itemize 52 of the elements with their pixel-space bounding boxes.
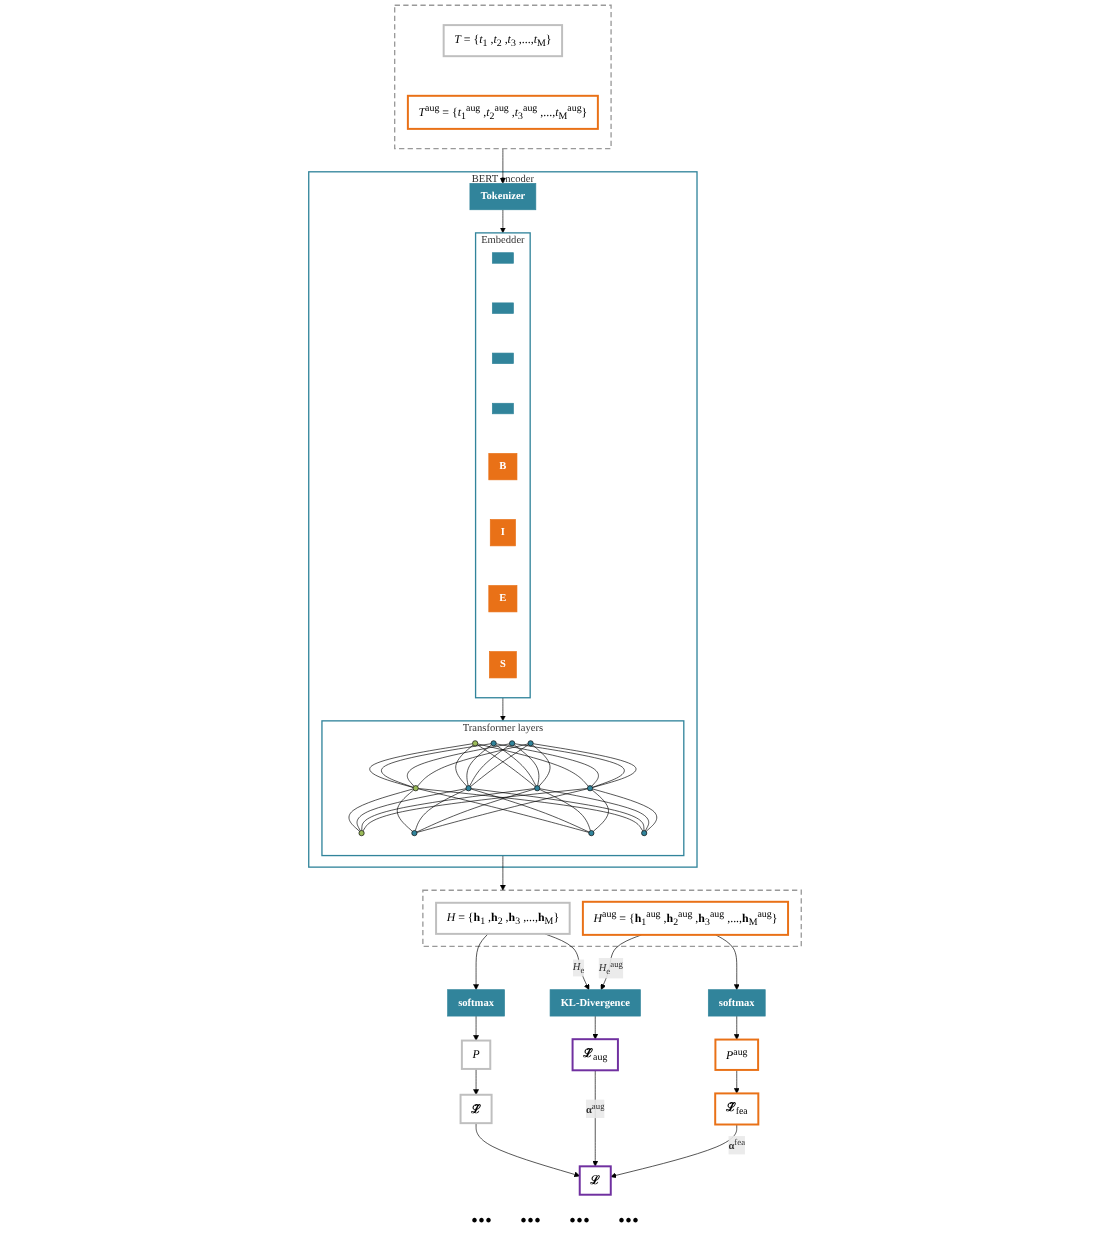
connector: [356, 788, 467, 832]
connector: [369, 743, 473, 788]
node-circle: [411, 830, 418, 837]
node-box: [492, 302, 514, 314]
ellipsis-label: ...: [471, 1200, 492, 1232]
node-circle: [587, 785, 593, 792]
connector: [477, 744, 536, 787]
connector: [477, 743, 589, 787]
connector: [417, 743, 529, 787]
connector: [470, 788, 590, 833]
connector: [414, 789, 467, 831]
ellipsis-label: ...: [618, 1200, 639, 1232]
node-circle: [527, 740, 534, 747]
connector: [495, 744, 537, 787]
connector: [381, 743, 492, 788]
connector: [591, 789, 609, 832]
node-circle: [534, 785, 541, 792]
connector: [348, 788, 414, 832]
connector: [418, 788, 644, 832]
connector: [362, 788, 588, 832]
cluster: [394, 4, 612, 150]
connector: [539, 789, 591, 831]
connector: [532, 743, 637, 788]
connector: [513, 744, 540, 786]
connector: [455, 744, 474, 787]
connector: [406, 743, 510, 787]
connector: [470, 744, 529, 787]
connector: [416, 788, 535, 833]
node-circle: [472, 740, 479, 747]
ellipsis-label: ...: [520, 1200, 541, 1232]
connector: [396, 789, 415, 832]
connector: [592, 788, 658, 832]
node-circle: [490, 740, 497, 747]
ellipsis-label: ...: [569, 1200, 590, 1232]
node-box: [492, 402, 514, 415]
node-circle: [412, 785, 419, 792]
cluster: [422, 889, 802, 948]
node-circle: [509, 740, 516, 747]
connector: [361, 788, 535, 831]
node-circle: [358, 830, 365, 837]
node-box: [492, 252, 514, 264]
node-circle: [641, 830, 648, 837]
connector: [466, 744, 492, 786]
connector: [514, 743, 625, 788]
connector: [470, 788, 645, 831]
node-box: [492, 352, 514, 364]
node-circle: [465, 785, 472, 792]
node-circle: [588, 830, 595, 837]
connector: [495, 743, 599, 787]
connector: [469, 744, 511, 787]
connector: [532, 744, 551, 787]
connector: [539, 788, 650, 832]
